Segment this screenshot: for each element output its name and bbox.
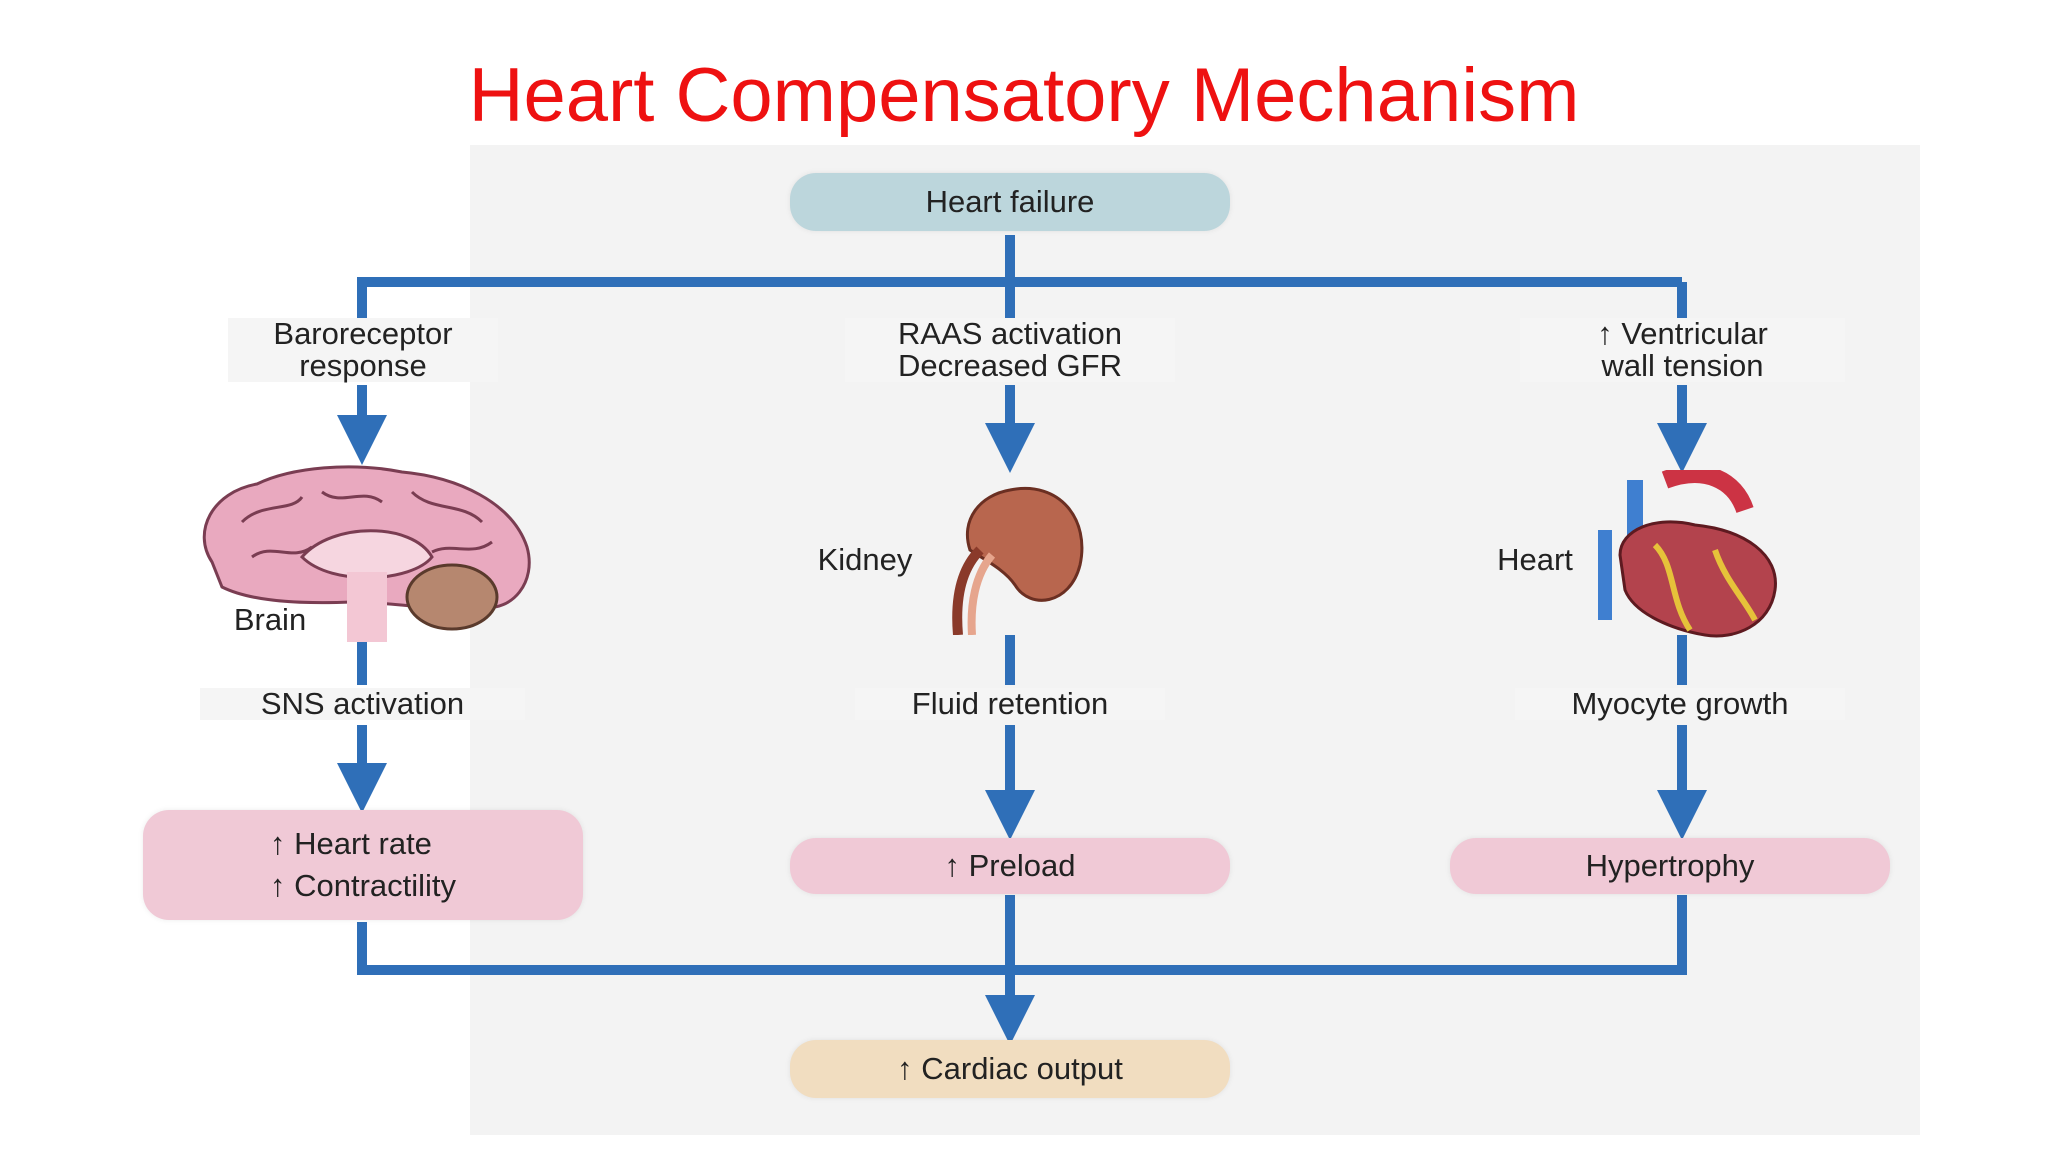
heart-failure-label: Heart failure (925, 184, 1095, 219)
raas-label: RAAS activation Decreased GFR (845, 318, 1175, 382)
slide-title: Heart Compensatory Mechanism (468, 53, 1580, 138)
hypertrophy-label: Hypertrophy (1585, 848, 1755, 883)
heart-icon (1598, 470, 1777, 638)
preload-label: ↑ Preload (944, 848, 1076, 883)
fluid-label: Fluid retention (855, 688, 1165, 720)
heart-failure-box: Heart failure (790, 173, 1230, 231)
ventricular-label: ↑ Ventricular wall tension (1520, 318, 1845, 382)
heart-rate-label: ↑ Heart rate (269, 826, 432, 861)
brain-label: Brain (233, 602, 307, 637)
kidney-label: Kidney (817, 542, 913, 577)
myocyte-label: Myocyte growth (1515, 688, 1845, 720)
heart-rate-box: ↑ Heart rate ↑ Contractility (143, 810, 583, 920)
preload-box: ↑ Preload (790, 838, 1230, 894)
contractility-label: ↑ Contractility (269, 868, 457, 903)
heart-label: Heart (1497, 542, 1573, 577)
sns-label: SNS activation (200, 688, 525, 720)
cardiac-output-label: ↑ Cardiac output (897, 1051, 1123, 1086)
kidney-icon (952, 487, 1084, 635)
hypertrophy-box: Hypertrophy (1450, 838, 1890, 894)
baroreceptor-label: Baroreceptor response (228, 318, 498, 382)
cardiac-output-box: ↑ Cardiac output (790, 1040, 1230, 1098)
brain-icon (202, 465, 531, 642)
